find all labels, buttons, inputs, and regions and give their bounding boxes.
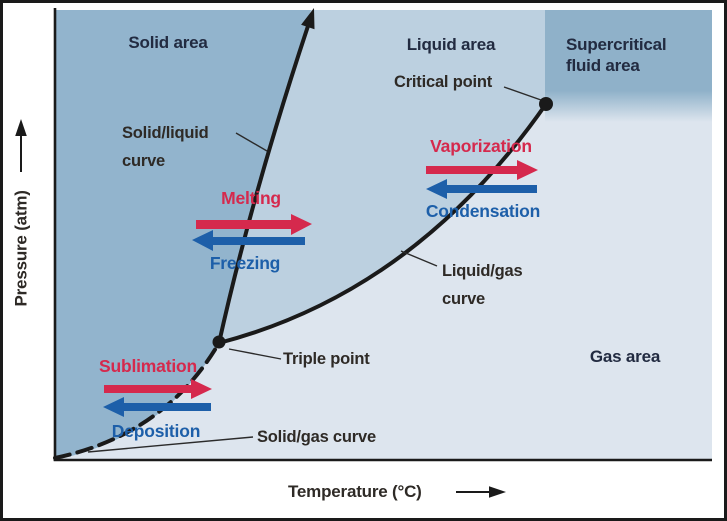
liquid-gas-curve-leader-line xyxy=(400,250,438,267)
critical-point-dot xyxy=(539,97,553,111)
transition-label-sublimation: Sublimation xyxy=(99,356,197,376)
supercritical-region xyxy=(545,10,712,122)
triple-point-dot xyxy=(212,335,226,349)
freezing-arrow-icon xyxy=(192,230,305,251)
liquid-region xyxy=(219,10,545,343)
x-axis-arrow-icon xyxy=(456,486,506,498)
vaporization-arrow-icon xyxy=(426,160,538,180)
region-label-liquid: Liquid area xyxy=(406,35,496,54)
critical-point-label: Critical point xyxy=(393,73,493,91)
solid-liquid-curve-arrowhead-icon xyxy=(301,8,315,30)
condensation-arrow-icon xyxy=(426,179,537,199)
triple-point-leader-line xyxy=(228,348,282,360)
curve-label-liquid-gas: Liquid/gas curve xyxy=(442,262,523,308)
region-label-solid: Solid area xyxy=(128,33,208,52)
liquid-gas-curve xyxy=(217,102,548,345)
transition-label-condensation: Condensation xyxy=(425,201,541,221)
transition-label-vaporization: Vaporization xyxy=(430,136,532,156)
curve-label-solid-gas: Solid/gas curve xyxy=(257,428,376,446)
transition-label-melting: Melting xyxy=(221,188,281,208)
y-axis-arrow-icon xyxy=(15,119,27,172)
deposition-arrow-icon xyxy=(103,397,211,417)
region-label-supercritical: Supercritical fluid area xyxy=(566,35,667,75)
solid-liquid-curve-leader-line xyxy=(235,132,268,152)
solid-gas-curve xyxy=(53,341,221,460)
transition-label-deposition: Deposition xyxy=(111,421,201,441)
x-axis-label: Temperature (°C) xyxy=(288,482,422,501)
transition-label-freezing: Freezing xyxy=(209,253,281,273)
melting-arrow-icon xyxy=(196,214,312,235)
triple-point-label: Triple point xyxy=(283,350,370,368)
region-label-gas: Gas area xyxy=(589,347,661,366)
solid-region xyxy=(55,10,311,460)
y-axis-label: Pressure (atm) xyxy=(11,190,31,307)
sublimation-arrow-icon xyxy=(104,379,212,399)
solid-gas-curve-leader-line xyxy=(87,436,254,453)
curve-label-solid-liquid: Solid/liquid curve xyxy=(122,124,209,170)
critical-point-leader-line xyxy=(503,86,542,101)
solid-liquid-curve xyxy=(217,24,310,345)
